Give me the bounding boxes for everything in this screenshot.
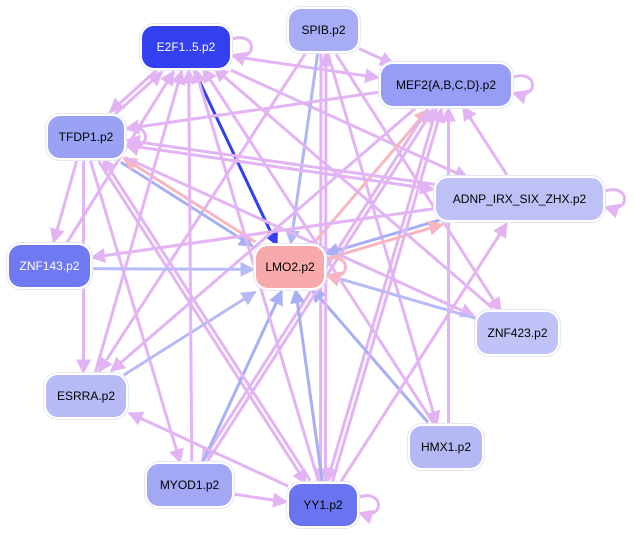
edge-lmo2-to-mef2 xyxy=(310,108,430,247)
node-znf423[interactable]: ZNF423.p2 xyxy=(475,310,560,356)
edge-adnp-to-tfdp1 xyxy=(124,134,435,186)
edge-yy1-to-tfdp1 xyxy=(101,157,312,482)
node-spib[interactable]: SPIB.p2 xyxy=(287,7,360,53)
node-tfdp1[interactable]: TFDP1.p2 xyxy=(46,114,126,160)
edge-e2f1-to-tfdp1 xyxy=(108,67,160,114)
edge-yy1-to-adnp xyxy=(338,222,509,485)
node-esrra-label: ESRRA.p2 xyxy=(56,389,116,403)
self-loop-e2f1 xyxy=(230,36,253,67)
edge-yy1-to-mef2 xyxy=(330,107,446,484)
self-loop-yy1 xyxy=(357,494,380,525)
self-loop-mef2 xyxy=(511,74,534,105)
node-esrra[interactable]: ESRRA.p2 xyxy=(44,373,128,419)
edge-yy1-to-esrra xyxy=(127,411,289,488)
node-tfdp1-label: TFDP1.p2 xyxy=(58,130,114,144)
edge-adnp-to-mef2 xyxy=(461,105,509,176)
edge-tfdp1-to-adnp xyxy=(125,143,436,195)
edge-spib-to-esrra xyxy=(97,50,308,373)
edge-mef2-to-yy1 xyxy=(323,106,439,483)
node-lmo2-label: LMO2.p2 xyxy=(265,260,315,274)
edge-spib-to-mef2 xyxy=(358,47,396,66)
node-zfn143-label: ZNF143.p2 xyxy=(19,259,80,273)
edge-esrra-to-e2f1 xyxy=(93,69,186,375)
node-yy1-label: YY1.p2 xyxy=(303,498,343,512)
self-loop-adnp xyxy=(603,188,626,219)
edge-myod1-to-yy1 xyxy=(233,492,289,508)
self-loop-tfdp1 xyxy=(124,126,147,157)
node-yy1[interactable]: YY1.p2 xyxy=(287,482,359,528)
edge-spib-to-lmo2 xyxy=(285,52,320,246)
node-myod1-label: MYOD1.p2 xyxy=(159,478,220,492)
edge-myod1-to-e2f1 xyxy=(181,68,197,462)
edge-mef2-to-tfdp1 xyxy=(124,90,379,135)
self-loop-lmo2 xyxy=(324,256,347,287)
edge-lmo2-to-adnp xyxy=(326,221,445,261)
node-adnp[interactable]: ADNP_IRX_SIX_ZHX.p2 xyxy=(434,176,605,222)
edge-znf423-to-e2f1 xyxy=(213,66,494,310)
edge-tfdp1-to-znf423 xyxy=(124,156,476,318)
node-e2f1-label: E2F1..5.p2 xyxy=(156,40,216,54)
node-myod1[interactable]: MYOD1.p2 xyxy=(145,462,234,508)
edge-tfdp1-to-yy1 xyxy=(97,160,308,485)
edge-e2f1-to-mef2 xyxy=(231,54,381,84)
edge-tfdp1-to-zfn143 xyxy=(50,158,79,244)
edge-adnp-to-zfn143 xyxy=(90,207,434,263)
node-znf423-label: ZNF423.p2 xyxy=(487,326,548,340)
node-mef2[interactable]: MEF2{A,B,C,D}.p2 xyxy=(379,62,513,108)
edge-mef2-to-esrra xyxy=(109,104,419,373)
node-e2f1[interactable]: E2F1..5.p2 xyxy=(140,24,232,70)
edge-zfn143-to-e2f1 xyxy=(64,70,176,246)
edge-tfdp1-to-myod1 xyxy=(89,160,184,465)
node-hmx1-label: HMX1.p2 xyxy=(420,440,472,454)
edge-yy1-to-lmo2 xyxy=(290,288,324,482)
edge-tfdp1-to-lmo2 xyxy=(119,160,254,248)
node-zfn143[interactable]: ZNF143.p2 xyxy=(7,243,92,289)
node-adnp-label: ADNP_IRX_SIX_ZHX.p2 xyxy=(452,192,587,206)
node-lmo2[interactable]: LMO2.p2 xyxy=(254,244,326,290)
edge-tfdp1-to-e2f1 xyxy=(112,70,164,117)
node-spib-label: SPIB.p2 xyxy=(301,23,346,37)
node-hmx1[interactable]: HMX1.p2 xyxy=(408,424,484,470)
node-mef2-label: MEF2{A,B,C,D}.p2 xyxy=(395,78,497,92)
